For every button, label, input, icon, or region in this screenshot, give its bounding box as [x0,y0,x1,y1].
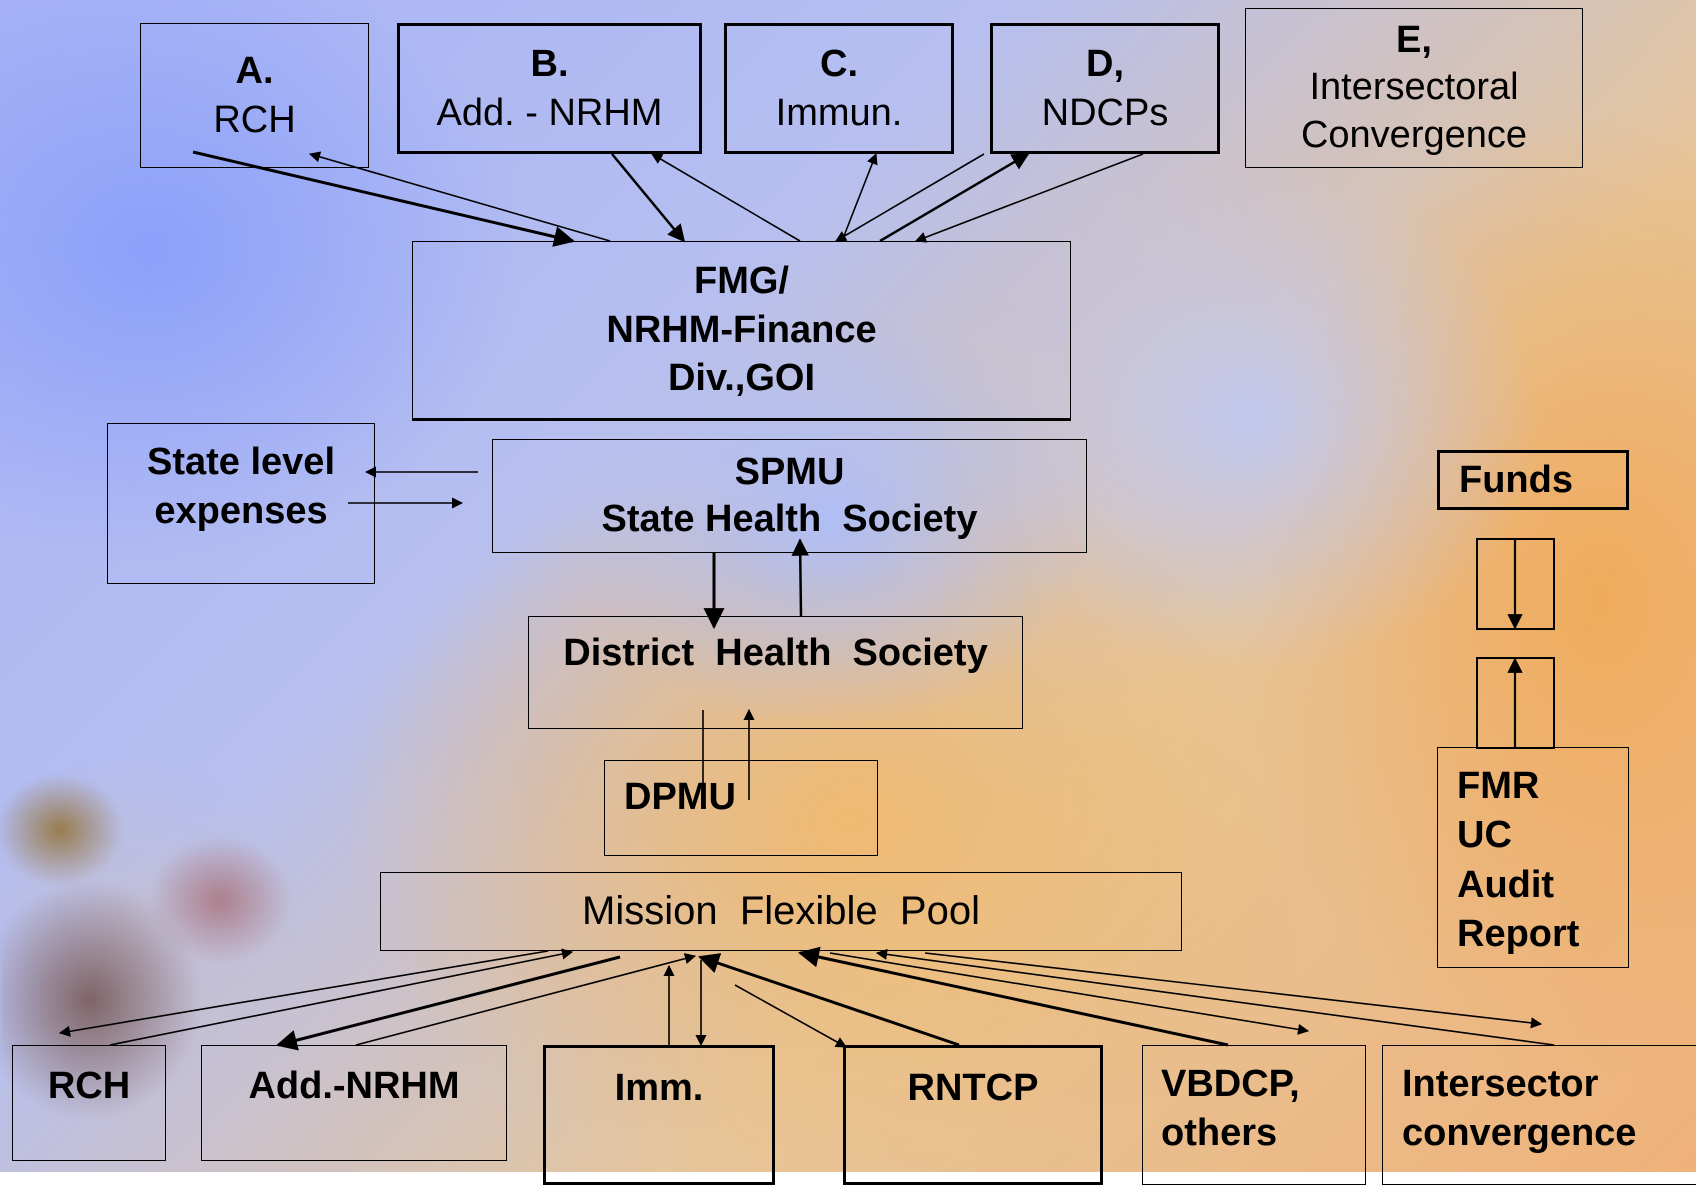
bottom-vbdcp-box: VBDCP, others [1142,1045,1366,1185]
bottom-add-nrhm-box: Add.-NRHM [201,1045,507,1161]
legend-fmr: FMR [1457,765,1540,807]
box-a-letter: A. [235,49,274,92]
bottom-intersector-line2: convergence [1402,1111,1637,1154]
box-e-line2: Convergence [1300,113,1528,156]
box-b-add-nrhm: B. Add. - NRHM [397,23,702,154]
spmu-box: SPMU State Health Society [492,439,1087,553]
arrow-rntcp-to-pool [698,953,960,1047]
bottom-add-nrhm-label: Add.-NRHM [248,1065,460,1107]
legend-report: Report [1457,913,1580,956]
box-e-intersectoral: E, Intersectoral Convergence [1245,8,1583,168]
box-b-letter: B. [530,42,569,85]
arrow-fmg-to-ndcps [879,152,1030,243]
legend-audit: Audit [1457,863,1555,906]
box-a-name: RCH [213,98,296,141]
fmg-line3: Div.,GOI [667,357,816,400]
legend-funds-label: Funds [1459,458,1573,501]
dpmu-box: DPMU [604,760,878,856]
arrow-vbdcp-to-pool [797,946,1229,1047]
arrow-rch-to-pool [109,948,574,1046]
state-expenses-line1: State level [147,441,335,483]
arrow-immun-line [835,153,985,242]
bottom-intersector-box: Intersector convergence [1382,1045,1696,1185]
bottom-rch-box: RCH [12,1045,166,1161]
arrow-pool-to-intersector [924,952,1543,1029]
box-d-name: NDCPs [1041,91,1169,134]
district-health-society-box: District Health Society [528,616,1023,729]
arrow-district-to-spmu [791,538,809,617]
box-c-letter: C. [820,42,858,85]
box-a-rch: A. RCH [140,23,369,168]
legend-reports-box: FMR UC Audit Report [1437,747,1629,968]
background-photo [0,740,380,1172]
box-e-letter: E, [1396,18,1432,61]
spmu-line2: State Health Society [601,498,978,540]
mission-flexible-pool-label: Mission Flexible Pool [582,888,980,933]
bottom-intersector-line1: Intersector [1402,1063,1599,1105]
bottom-vbdcp-line2: others [1161,1111,1278,1154]
arrow-pool-to-rch [58,950,549,1037]
fmg-line2: NRHM-Finance [606,308,877,351]
arrow-pool-to-addnrhm [275,955,621,1051]
bottom-imm-label: Imm. [614,1067,704,1109]
arrow-ndcps-to-fmg [914,153,1144,243]
arrow-addnrhm-to-fmg [611,153,686,243]
box-e-line1: Intersectoral [1309,66,1519,109]
arrow-fmg-to-immun [841,152,878,242]
district-health-society-label: District Health Society [563,632,988,674]
arrow-pool-to-rntcp [734,984,847,1048]
legend-funds-box: Funds [1437,450,1629,510]
fmg-box: FMG/ NRHM-Finance Div.,GOI [412,241,1071,421]
spmu-line1: SPMU [734,450,845,493]
box-d-ndcps: D, NDCPs [990,23,1220,154]
bottom-imm-box: Imm. [543,1045,775,1185]
arrow-fmg-to-addnrhm [651,153,801,242]
box-b-name: Add. - NRHM [436,91,663,134]
arrow-rch-to-fmg [192,150,576,247]
legend-uc: UC [1457,814,1512,857]
fmg-line1: FMG/ [694,260,789,303]
state-expenses-line2: expenses [154,489,328,532]
bottom-rntcp-box: RNTCP [843,1045,1103,1185]
state-expenses-box: State level expenses [107,423,375,584]
box-d-letter: D, [1086,42,1124,85]
bottom-rch-label: RCH [47,1065,131,1107]
dpmu-label: DPMU [624,776,736,818]
mission-flexible-pool-box: Mission Flexible Pool [380,872,1182,951]
arrow-fmg-to-rch [308,151,611,242]
box-c-name: Immun. [775,91,903,134]
arrow-pool-to-vbdcp [829,952,1310,1035]
bottom-vbdcp-line1: VBDCP, [1161,1063,1300,1105]
arrow-addnrhm-to-pool [355,953,697,1046]
bottom-rntcp-label: RNTCP [907,1067,1039,1109]
box-c-immun: C. Immun. [724,23,954,154]
arrow-intersector-to-pool [875,948,1555,1046]
